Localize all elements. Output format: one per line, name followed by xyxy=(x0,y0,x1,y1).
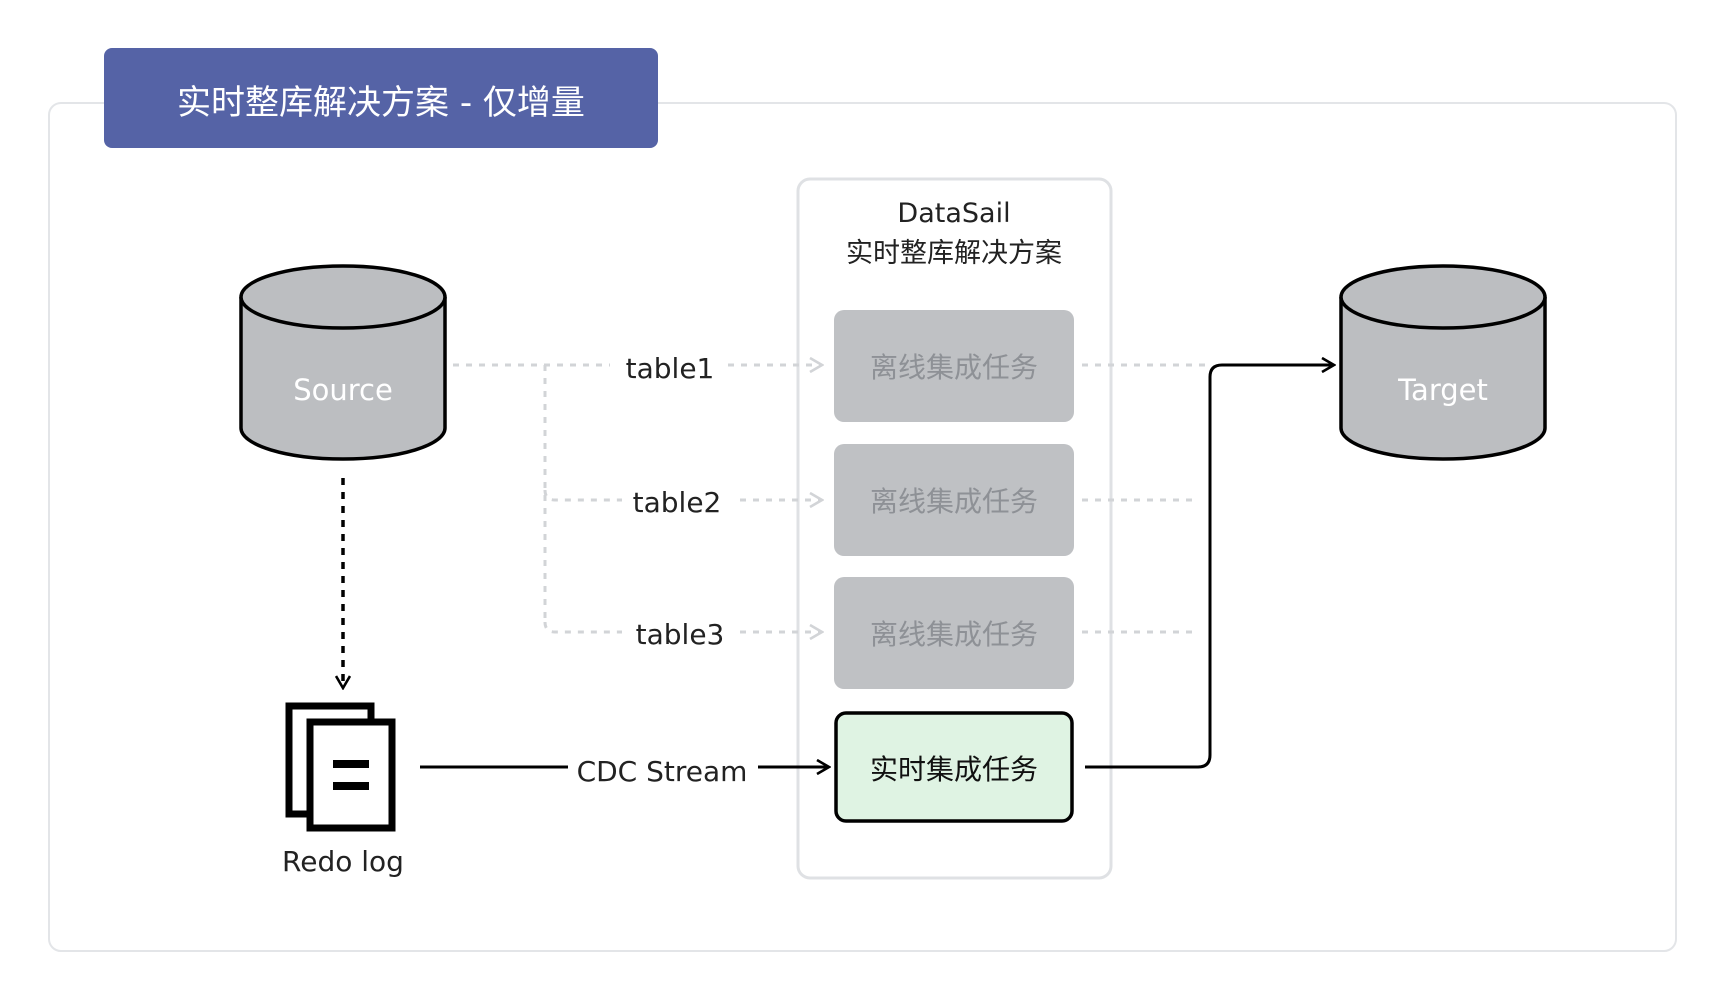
title-banner xyxy=(104,48,658,148)
task-to-target-dashed xyxy=(1082,363,1205,634)
offline-task-2-label: 离线集成任务 xyxy=(870,485,1038,518)
offline-task-3 xyxy=(834,577,1074,689)
offline-task-1-label: 离线集成任务 xyxy=(870,351,1038,384)
realtime-task-label: 实时集成任务 xyxy=(870,753,1038,786)
realtime-to-target-arrow xyxy=(1085,365,1334,769)
cdc-stream-label: CDC Stream xyxy=(577,755,748,788)
table-label-1: table1 xyxy=(626,352,715,385)
source-to-tables-dashed xyxy=(453,363,622,634)
offline-task-1 xyxy=(834,310,1074,422)
target-label: Target xyxy=(1397,373,1488,407)
datasail-name: DataSail xyxy=(897,198,1010,229)
realtime-task xyxy=(834,711,1074,823)
redo-log-label: Redo log xyxy=(282,845,404,878)
source-database-icon xyxy=(239,264,447,461)
table-to-task-dashed xyxy=(728,365,822,632)
datasail-subtitle: 实时整库解决方案 xyxy=(846,238,1062,269)
table-label-2: table2 xyxy=(633,486,722,519)
table-label-3: table3 xyxy=(636,618,725,651)
target-database-icon xyxy=(1339,264,1547,461)
offline-task-2 xyxy=(834,444,1074,556)
redo-log-icon xyxy=(285,702,396,832)
source-label: Source xyxy=(293,373,393,407)
page-title: 实时整库解决方案 - 仅增量 xyxy=(177,83,585,123)
offline-task-3-label: 离线集成任务 xyxy=(870,618,1038,651)
